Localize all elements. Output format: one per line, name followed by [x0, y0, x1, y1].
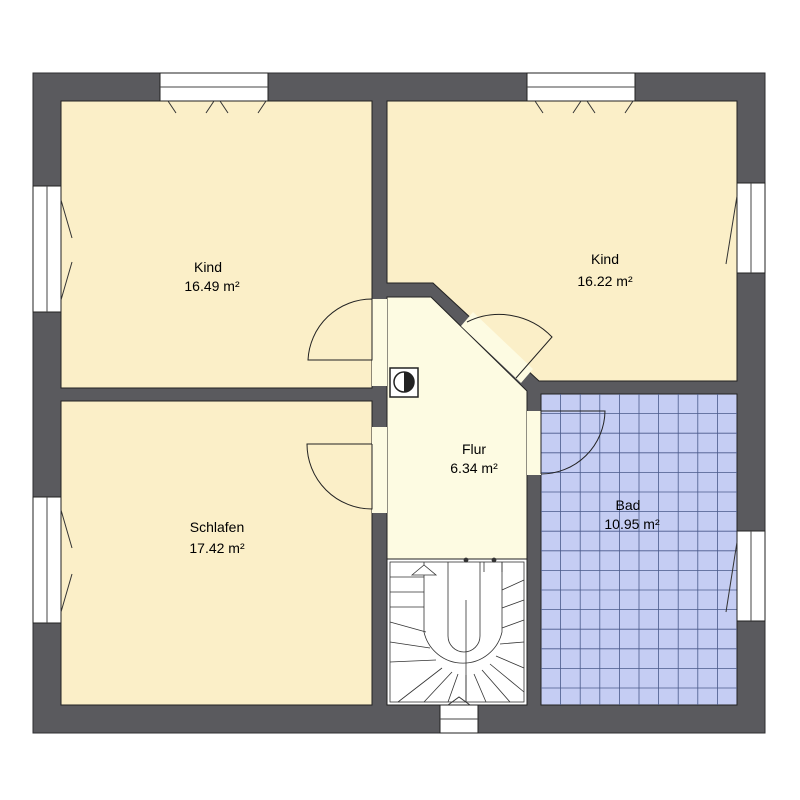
- door-opening-bad: [527, 411, 541, 475]
- room-area-schlafen: 17.42 m²: [189, 540, 245, 556]
- room-kind-right: [386, 100, 738, 382]
- window-left-lower: [32, 496, 73, 624]
- room-area-flur: 6.34 m²: [450, 460, 498, 476]
- door-swing-kind-left: [307, 298, 373, 361]
- window-bottom-stair: [439, 696, 479, 734]
- window-right-lower: [725, 530, 766, 622]
- window-left-upper: [32, 185, 73, 313]
- room-label-bad: Bad: [616, 497, 641, 513]
- room-label-kind-left: Kind: [194, 259, 222, 275]
- door-swing-kind-right: [466, 314, 553, 379]
- window-top-left: [159, 72, 269, 114]
- room-label-flur: Flur: [462, 441, 486, 457]
- bath-tiles: [541, 394, 737, 705]
- room-area-kind-right: 16.22 m²: [577, 273, 633, 289]
- window-top-right: [526, 72, 636, 114]
- chimney-shaft: [389, 367, 419, 398]
- door-swing-bad: [540, 410, 606, 475]
- room-label-kind-right: Kind: [591, 251, 619, 267]
- room-label-schlafen: Schlafen: [190, 519, 244, 535]
- room-schlafen: [60, 400, 373, 706]
- door-opening-kind-left: [372, 299, 387, 386]
- window-right-upper: [725, 182, 766, 274]
- room-bad: [540, 393, 738, 706]
- door-opening-schlafen: [372, 427, 387, 513]
- room-area-bad: 10.95 m²: [604, 516, 660, 532]
- door-swing-schlafen: [306, 443, 373, 510]
- room-kind-left: [60, 100, 373, 389]
- door-opening-kind-right: [461, 312, 533, 383]
- room-area-kind-left: 16.49 m²: [184, 278, 240, 294]
- staircase: [389, 557, 525, 703]
